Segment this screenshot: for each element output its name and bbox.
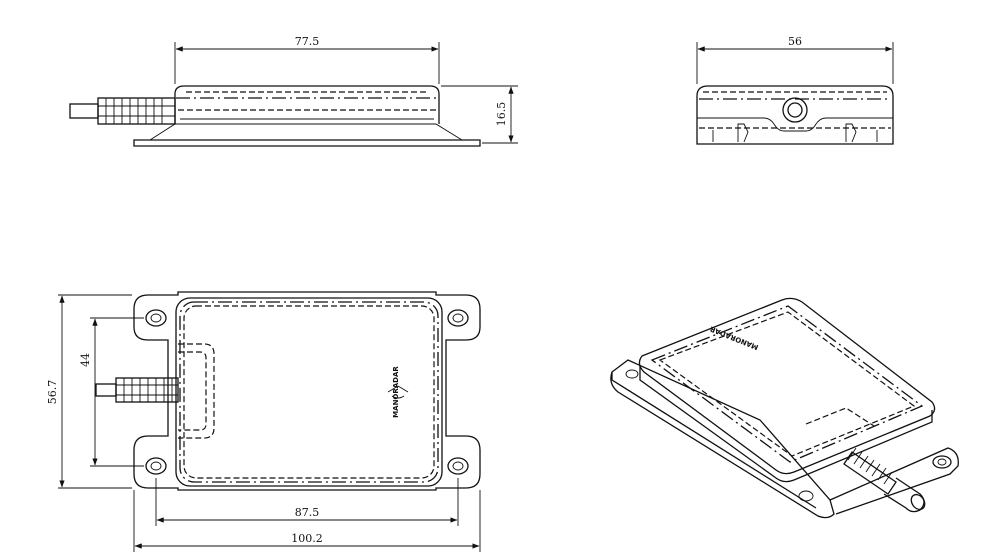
dimension-top-outer-height: 56.7 [46, 294, 132, 489]
end-view [696, 85, 894, 145]
dimension-top-inner-width: 87.5 [155, 478, 459, 526]
cable-gland-side [69, 97, 176, 125]
isometric-view: MANORADAR [610, 297, 959, 519]
dim-top-outer-width-label: 100.2 [291, 532, 323, 545]
iso-logo-text: MANORADAR [708, 324, 759, 351]
brand-logo-text: MANORADAR [392, 366, 400, 418]
cable-gland-iso [843, 447, 926, 513]
dimension-top-outer-width: 100.2 [133, 490, 481, 552]
brand-logo: MANORADAR [387, 366, 409, 418]
dim-top-inner-height-label: 44 [79, 353, 92, 367]
dim-top-outer-height-label: 56.7 [46, 380, 59, 405]
dim-side-length-label: 77.5 [295, 35, 320, 48]
side-view [69, 85, 481, 147]
dim-side-height-label: 16.5 [495, 102, 508, 127]
dimension-side-height: 16.5 [441, 85, 518, 144]
dim-top-inner-width-label: 87.5 [295, 506, 320, 519]
dimension-side-length: 77.5 [174, 35, 440, 84]
dimension-end-width: 56 [696, 35, 894, 84]
dimension-top-inner-height: 44 [79, 317, 144, 467]
cable-gland-top [95, 377, 179, 403]
top-view: MANORADAR [95, 291, 481, 491]
dim-end-width-label: 56 [788, 35, 802, 48]
mounting-holes [145, 309, 469, 475]
